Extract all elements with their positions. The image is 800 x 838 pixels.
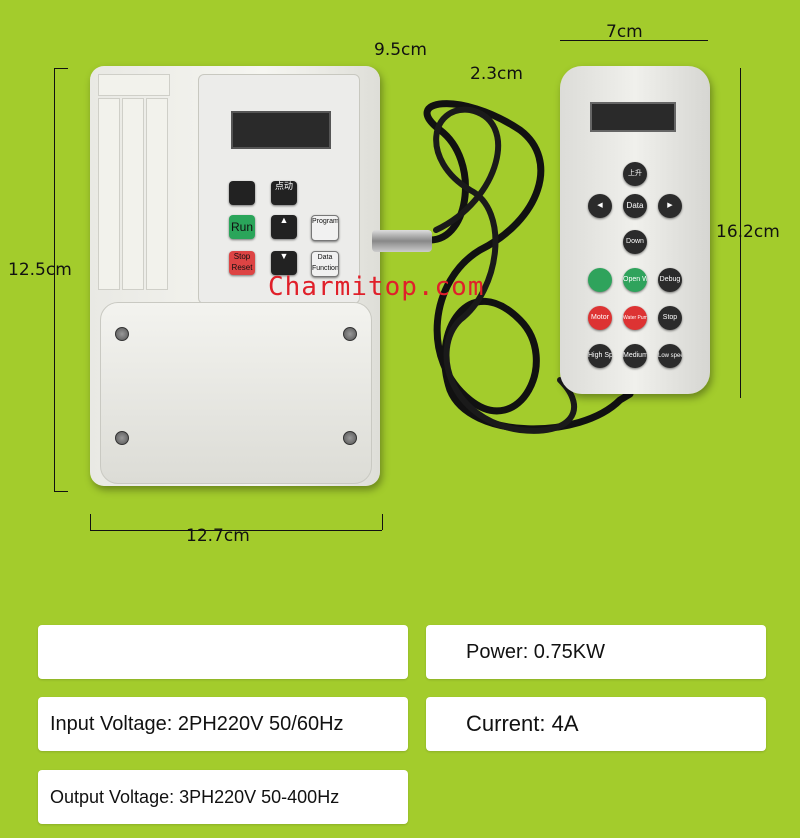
remote-motor-button[interactable]: Motor xyxy=(588,306,612,330)
remote-data-button[interactable]: Data xyxy=(623,194,647,218)
spec-card-input-voltage: Input Voltage: 2PH220V 50/60Hz xyxy=(38,697,408,751)
inverter-unit: 点动 Run ▲ Program Stop Reset ▼ Data Funct… xyxy=(90,66,380,486)
inverter-display xyxy=(231,111,331,149)
dimension-label-height: 12.5cm xyxy=(8,260,72,280)
remote-width-dimension-line xyxy=(560,40,708,41)
remote-height-dimension-line xyxy=(740,68,741,398)
remote-water-pump-button[interactable]: Water Pump xyxy=(623,306,647,330)
inverter-stop-button[interactable]: Stop Reset xyxy=(229,251,255,275)
inverter-run-button[interactable]: Run xyxy=(229,215,255,239)
remote-high-speed-button[interactable]: High Speed xyxy=(588,344,612,368)
inverter-up-button[interactable]: ▲ xyxy=(271,215,297,239)
dimension-label-remote-depth: 2.3cm xyxy=(470,64,523,84)
remote-open-warm-button[interactable]: Open Warm xyxy=(623,268,647,292)
remote-forward-button[interactable] xyxy=(588,268,612,292)
remote-control: 上升 ◀ Data ▶ Down Open Warm Debug Motor W… xyxy=(560,66,710,394)
remote-left-button[interactable]: ◀ xyxy=(588,194,612,218)
dimension-label-remote-width: 7cm xyxy=(606,22,643,42)
dimension-tick xyxy=(382,514,383,530)
spec-current-text: Current: 4A xyxy=(466,711,579,736)
cable-connector xyxy=(372,230,432,252)
inverter-program-button[interactable]: Program xyxy=(311,215,339,241)
height-dimension-line xyxy=(54,68,55,492)
remote-debug-button[interactable]: Debug xyxy=(658,268,682,292)
spec-input-voltage-text: Input Voltage: 2PH220V 50/60Hz xyxy=(50,712,344,735)
width-dimension-line xyxy=(90,530,382,531)
remote-down-button[interactable]: Down xyxy=(623,230,647,254)
remote-up-button[interactable]: 上升 xyxy=(623,162,647,186)
screw xyxy=(115,431,129,445)
screw xyxy=(343,431,357,445)
remote-medium-speed-button[interactable]: Medium speed xyxy=(623,344,647,368)
terminal-cover xyxy=(100,302,372,484)
dimension-tick xyxy=(54,491,68,492)
spec-output-voltage-text: Output Voltage: 3PH220V 50-400Hz xyxy=(50,786,340,807)
spec-power-text: Power: 0.75KW xyxy=(466,640,605,663)
dimension-label-remote-height: 16.2cm xyxy=(716,222,780,242)
inverter-shift-button[interactable] xyxy=(229,181,255,205)
product-photo: 点动 Run ▲ Program Stop Reset ▼ Data Funct… xyxy=(8,22,780,546)
spec-card-output-voltage: Output Voltage: 3PH220V 50-400Hz xyxy=(38,770,408,824)
screw xyxy=(115,327,129,341)
watermark: Charmitop.com xyxy=(268,272,485,302)
cable-illustration xyxy=(423,100,634,434)
dimension-label-depth: 9.5cm xyxy=(374,40,427,60)
control-panel: 点动 Run ▲ Program Stop Reset ▼ Data Funct… xyxy=(198,74,360,304)
spec-card-current: Current: 4A xyxy=(426,697,766,751)
spec-card-power: Power: 0.75KW xyxy=(426,625,766,679)
remote-low-speed-button[interactable]: Low speed xyxy=(658,344,682,368)
dimension-tick xyxy=(54,68,68,69)
inverter-jog-button[interactable]: 点动 xyxy=(271,181,297,205)
screw xyxy=(343,327,357,341)
inverter-data-button[interactable]: Data Function xyxy=(311,251,339,277)
remote-display xyxy=(590,102,676,132)
dimension-label-width: 12.7cm xyxy=(186,526,250,546)
remote-stop-button[interactable]: Stop xyxy=(658,306,682,330)
heatsink-fins xyxy=(98,74,170,294)
inverter-down-button[interactable]: ▼ xyxy=(271,251,297,275)
remote-right-button[interactable]: ▶ xyxy=(658,194,682,218)
dimension-tick xyxy=(90,514,91,530)
spec-card-blank xyxy=(38,625,408,679)
